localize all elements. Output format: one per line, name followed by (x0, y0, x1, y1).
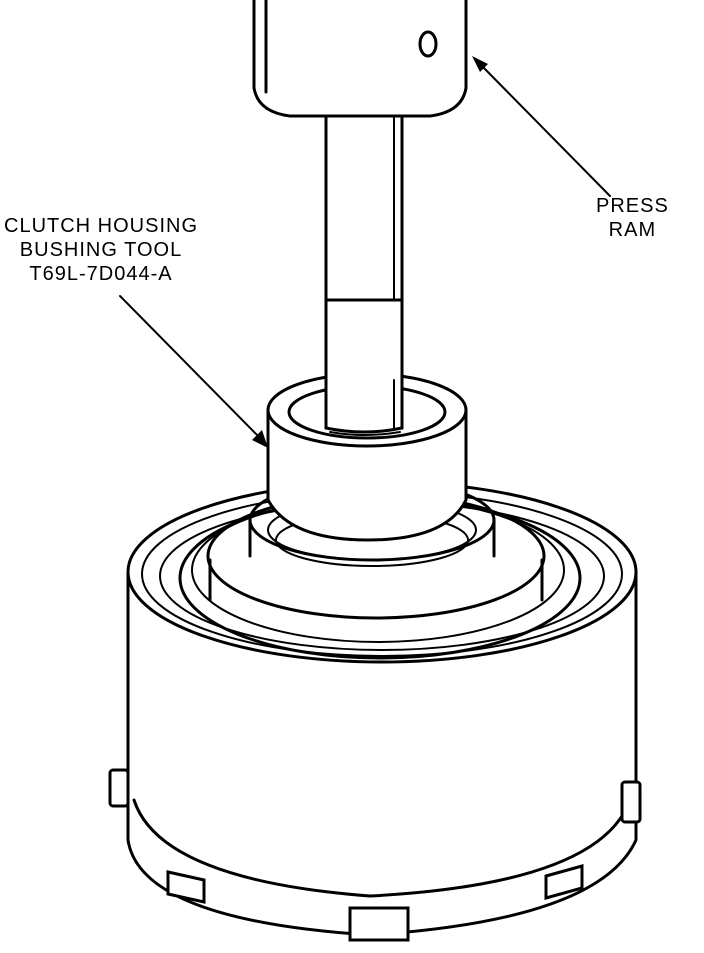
clutch-housing (108, 480, 642, 942)
label-tool-line2: BUSHING TOOL (19, 239, 183, 261)
bushing-tool (266, 298, 468, 542)
label-tool-line3: T69L-7D044-A (29, 263, 173, 285)
label-bushing-tool: CLUTCH HOUSING BUSHING TOOL T69L-7D044-A (4, 214, 198, 286)
arrowhead-icon (252, 430, 268, 448)
label-tool-line1: CLUTCH HOUSING (4, 215, 199, 237)
leader-lines (119, 56, 611, 448)
label-press-ram-line2: RAM (608, 219, 657, 241)
press-ram (252, 0, 468, 118)
label-press-ram-line1: PRESS (596, 195, 669, 217)
arrowhead-icon (472, 56, 488, 72)
label-press-ram: PRESS RAM (596, 194, 669, 242)
